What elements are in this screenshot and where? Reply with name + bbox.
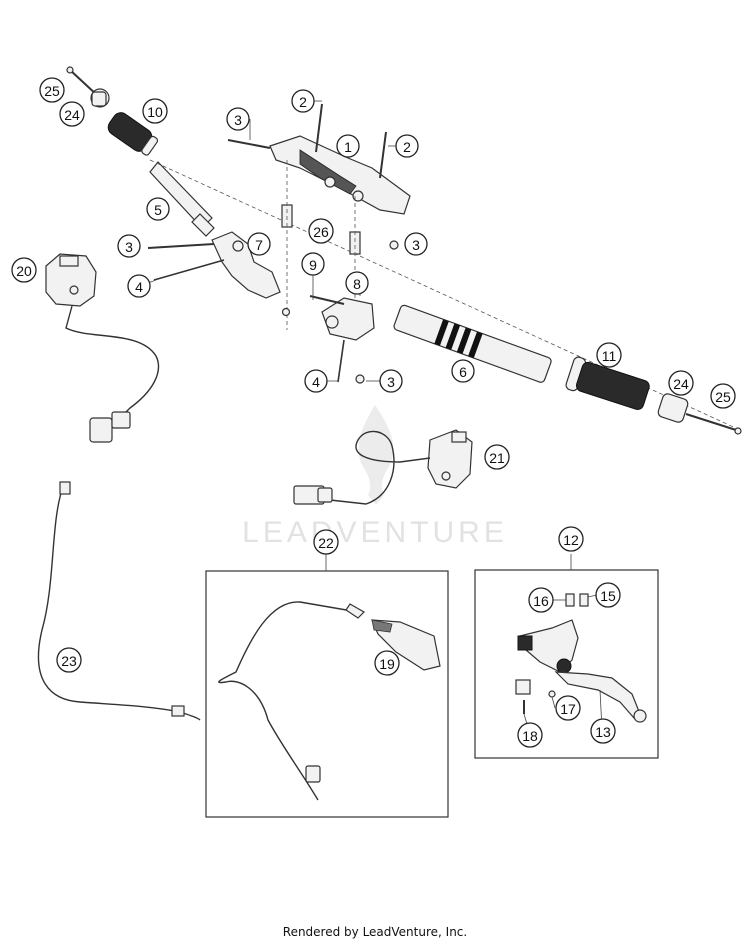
- callout-4b: 4: [304, 369, 328, 393]
- svg-text:3: 3: [125, 239, 133, 255]
- footer-credit: Rendered by LeadVenture, Inc.: [282, 925, 468, 939]
- svg-text:3: 3: [234, 112, 242, 128]
- handguard-19: [371, 619, 441, 671]
- svg-text:17: 17: [560, 701, 576, 717]
- handlebar-left: [149, 161, 215, 237]
- svg-text:12: 12: [563, 532, 579, 548]
- grip-left: [107, 112, 159, 156]
- svg-text:21: 21: [489, 450, 505, 466]
- callout-2a: 2: [291, 89, 315, 113]
- callout-4a: 4: [127, 274, 151, 298]
- lower-clamp-left: [211, 231, 281, 299]
- svg-text:5: 5: [154, 202, 162, 218]
- callout-17: 17: [555, 695, 581, 721]
- callout-26: 26: [308, 218, 334, 244]
- svg-text:2: 2: [299, 94, 307, 110]
- svg-text:3: 3: [387, 374, 395, 390]
- svg-text:9: 9: [309, 257, 317, 273]
- svg-text:11: 11: [602, 348, 617, 364]
- svg-text:25: 25: [44, 83, 60, 99]
- lower-clamp-right: [321, 297, 375, 341]
- callout-18: 18: [517, 722, 543, 748]
- callout-7: 7: [247, 232, 271, 256]
- callout-5: 5: [146, 197, 170, 221]
- callout-8: 8: [345, 271, 369, 295]
- svg-text:10: 10: [147, 104, 163, 120]
- callout-3a: 3: [226, 107, 250, 131]
- svg-text:4: 4: [135, 279, 143, 295]
- callout-16: 16: [528, 587, 554, 613]
- svg-text:7: 7: [255, 237, 263, 253]
- callout-24a: 24: [59, 101, 85, 127]
- cable-23: [37, 481, 201, 721]
- svg-text:6: 6: [459, 364, 467, 380]
- clutch-lever-assembly: [515, 593, 647, 723]
- svg-text:24: 24: [64, 107, 80, 123]
- svg-text:24: 24: [673, 376, 689, 392]
- svg-text:15: 15: [600, 588, 616, 604]
- svg-text:19: 19: [379, 656, 395, 672]
- callout-6: 6: [451, 359, 475, 383]
- watermark: LEADVENTURE: [242, 405, 508, 549]
- svg-text:16: 16: [533, 593, 549, 609]
- svg-text:23: 23: [61, 653, 77, 669]
- callout-13: 13: [590, 718, 616, 744]
- top-clamp: [269, 135, 411, 215]
- callout-15: 15: [595, 582, 621, 608]
- bar-end-right: [657, 393, 742, 435]
- callout-1: 1: [336, 134, 360, 158]
- svg-text:22: 22: [318, 535, 334, 551]
- switch-right: [293, 429, 473, 505]
- callout-2b: 2: [395, 134, 419, 158]
- svg-text:3: 3: [412, 237, 420, 253]
- callout-24b: 24: [668, 370, 694, 396]
- callout-12: 12: [558, 526, 584, 552]
- callout-20: 20: [11, 257, 37, 283]
- callout-23: 23: [56, 647, 82, 673]
- svg-text:13: 13: [595, 724, 611, 740]
- watermark-text: LEADVENTURE: [242, 516, 508, 549]
- box-22: [205, 570, 449, 818]
- svg-text:26: 26: [313, 224, 329, 240]
- svg-text:1: 1: [344, 139, 352, 155]
- svg-text:20: 20: [16, 263, 32, 279]
- callout-3b: 3: [117, 234, 141, 258]
- switch-left: [45, 253, 160, 443]
- grip-right: [565, 356, 650, 410]
- bar-end-left: [66, 66, 110, 108]
- box-12: [474, 569, 659, 759]
- cable-22: [218, 601, 365, 801]
- callout-3c: 3: [404, 232, 428, 256]
- svg-text:25: 25: [715, 389, 731, 405]
- callout-9: 9: [301, 252, 325, 276]
- svg-text:8: 8: [353, 276, 361, 292]
- callout-10: 10: [142, 98, 168, 124]
- callout-21: 21: [484, 444, 510, 470]
- callout-19: 19: [374, 650, 400, 676]
- callout-22: 22: [313, 529, 339, 555]
- svg-text:18: 18: [522, 728, 538, 744]
- callout-25b: 25: [710, 383, 736, 409]
- callout-25a: 25: [39, 77, 65, 103]
- svg-text:4: 4: [312, 374, 320, 390]
- svg-text:2: 2: [403, 139, 411, 155]
- callout-3d: 3: [379, 369, 403, 393]
- callout-11: 11: [596, 342, 622, 368]
- handlebar-right: [393, 304, 552, 383]
